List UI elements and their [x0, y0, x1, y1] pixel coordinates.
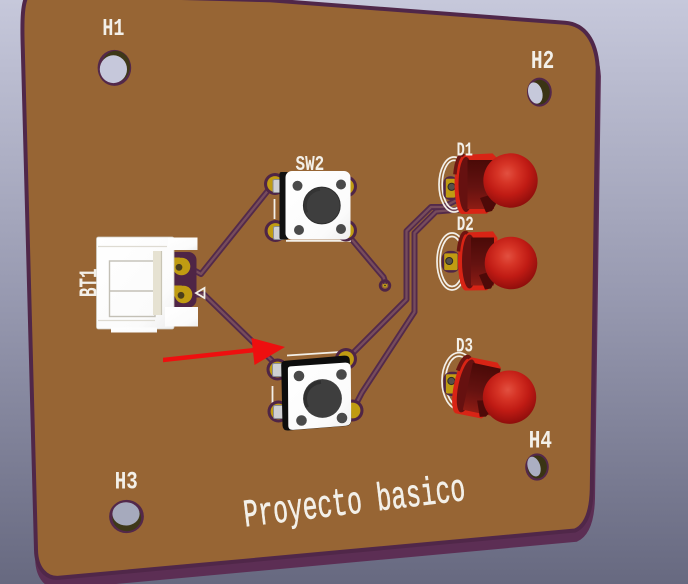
svg-text:SW2: SW2 [296, 153, 325, 177]
svg-text:H2: H2 [531, 47, 554, 76]
svg-text:D2: D2 [457, 214, 474, 237]
svg-text:H3: H3 [115, 467, 138, 496]
svg-text:H4: H4 [529, 426, 552, 455]
svg-text:D1: D1 [457, 139, 473, 161]
svg-text:D3: D3 [456, 336, 473, 359]
svg-text:H1: H1 [102, 16, 124, 43]
svg-text:BT1: BT1 [76, 269, 105, 298]
